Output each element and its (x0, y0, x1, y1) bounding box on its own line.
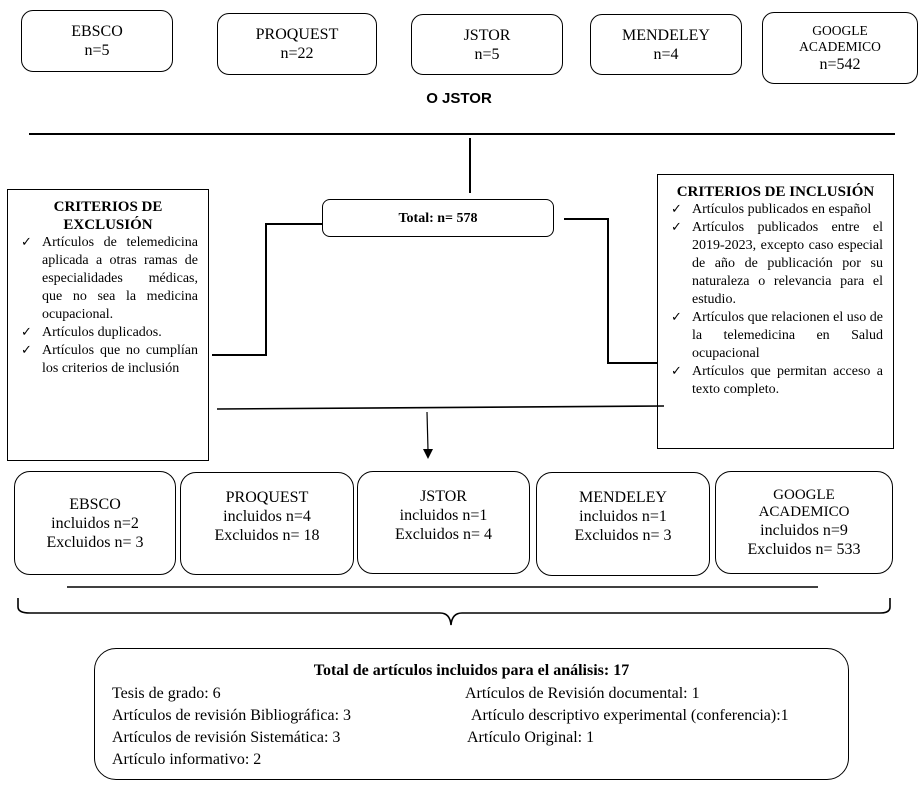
result-excluded: Excluidos n= 4 (394, 526, 492, 543)
final-item-right: Artículo descriptivo experimental (confe… (471, 707, 789, 724)
checkmark-icon: ✓ (21, 325, 32, 340)
source-box-jstor: JSTOR n=5 (411, 14, 563, 75)
total-label: Total: n= 578 (398, 210, 478, 226)
source-name: MENDELEY (622, 26, 710, 44)
total-box: Total: n= 578 (322, 199, 554, 237)
top-divider-line (29, 133, 895, 135)
source-count: n=5 (474, 45, 500, 63)
source-box-proquest: PROQUEST n=22 (217, 13, 377, 75)
connector-left-top (266, 223, 322, 225)
inclusion-list: ✓Artículos publicados en español ✓Artícu… (668, 201, 883, 399)
source-box-ebsco: EBSCO n=5 (21, 10, 173, 72)
checkmark-icon: ✓ (671, 202, 682, 217)
inclusion-criteria-box: CRITERIOS DE INCLUSIÓN ✓Artículos public… (657, 174, 894, 449)
checkmark-icon: ✓ (671, 364, 682, 379)
arrow-down-icon (423, 449, 433, 459)
checkmark-icon: ✓ (21, 235, 32, 250)
final-item-right: Artículo Original: 1 (467, 729, 595, 746)
result-name-line1: GOOGLE (773, 486, 835, 503)
source-name: JSTOR (463, 26, 511, 44)
result-name: PROQUEST (225, 489, 309, 506)
source-count: n=4 (653, 45, 679, 63)
source-count: n=5 (84, 42, 110, 59)
connector-left-vertical (265, 223, 267, 355)
brace-icon (17, 598, 891, 626)
result-included: incluidos n=2 (51, 514, 139, 532)
result-excluded: Excluidos n= 533 (747, 540, 861, 558)
middle-horizontal-line (216, 405, 665, 410)
result-box-mendeley: MENDELEY incluidos n=1 Excluidos n= 3 (536, 472, 710, 576)
inclusion-item: ✓Artículos publicados en español (671, 202, 872, 217)
inclusion-item: ✓Artículos publicados entre el 2019-2023… (671, 220, 883, 307)
result-box-ebsco: EBSCO incluidos n=2 Excluidos n= 3 (14, 471, 176, 575)
final-item-left: Artículo informativo: 2 (112, 751, 262, 768)
result-included: incluidos n=1 (579, 508, 667, 525)
final-item-left: Artículos de revisión Sistemática: 3 (112, 729, 341, 746)
source-name: EBSCO (71, 23, 123, 40)
checkmark-icon: ✓ (21, 343, 32, 358)
result-excluded: Excluidos n= 18 (214, 527, 320, 544)
exclusion-item: ✓Artículos que no cumplían los criterios… (21, 343, 198, 376)
source-name: PROQUEST (255, 26, 339, 43)
final-item-right: Artículos de Revisión documental: 1 (465, 685, 700, 702)
source-count: n=22 (280, 45, 314, 62)
source-box-mendeley: MENDELEY n=4 (590, 14, 742, 75)
final-title: Total de artículos incluidos para el aná… (313, 662, 630, 679)
final-item-left: Artículos de revisión Bibliográfica: 3 (112, 707, 352, 724)
result-name: MENDELEY (579, 489, 667, 506)
inclusion-title: CRITERIOS DE INCLUSIÓN (676, 184, 875, 200)
source-box-google-academico: GOOGLE ACADEMICO n=542 (762, 12, 918, 84)
result-excluded: Excluidos n= 3 (46, 533, 144, 551)
inclusion-item: ✓Artículos que relacionen el uso de la t… (671, 310, 883, 361)
connector-left-bottom (212, 354, 267, 356)
result-included: incluidos n=4 (223, 508, 311, 525)
connector-right-top (564, 218, 608, 220)
checkmark-icon: ✓ (671, 310, 682, 325)
result-box-google-academico: GOOGLE ACADEMICO incluidos n=9 Excluidos… (715, 471, 893, 574)
result-box-proquest: PROQUEST incluidos n=4 Excluidos n= 18 (180, 472, 354, 575)
source-name-line1: GOOGLE (812, 22, 868, 38)
result-box-jstor: JSTOR incluidos n=1 Excluidos n= 4 (357, 471, 530, 574)
result-excluded: Excluidos n= 3 (574, 527, 672, 544)
exclusion-criteria-box: CRITERIOS DE EXCLUSIÓN ✓Artículos de tel… (7, 189, 209, 461)
arrow-shaft (426, 411, 429, 451)
source-name-line2: ACADEMICO (799, 38, 881, 54)
final-item-left: Tesis de grado: 6 (112, 685, 221, 702)
result-name-line2: ACADEMICO (758, 503, 850, 520)
result-name: EBSCO (69, 495, 121, 513)
connector-right-bottom (607, 362, 657, 364)
or-label: O JSTOR (426, 90, 492, 107)
exclusion-item: ✓Artículos de telemedicina aplicada a ot… (21, 235, 198, 322)
exclusion-item: ✓Artículos duplicados. (21, 325, 162, 340)
exclusion-title: CRITERIOS DE EXCLUSIÓN (53, 199, 163, 233)
result-included: incluidos n=9 (760, 521, 848, 539)
result-name: JSTOR (420, 488, 467, 505)
final-summary-box: Total de artículos incluidos para el aná… (94, 648, 849, 780)
result-included: incluidos n=1 (399, 507, 488, 524)
inclusion-item: ✓Artículos que permitan acceso a texto c… (671, 364, 883, 397)
connector-right-vertical (607, 218, 609, 363)
exclusion-list: ✓Artículos de telemedicina aplicada a ot… (18, 234, 198, 378)
checkmark-icon: ✓ (671, 220, 682, 235)
connector-vertical-top (469, 138, 471, 193)
source-count: n=542 (819, 55, 861, 73)
